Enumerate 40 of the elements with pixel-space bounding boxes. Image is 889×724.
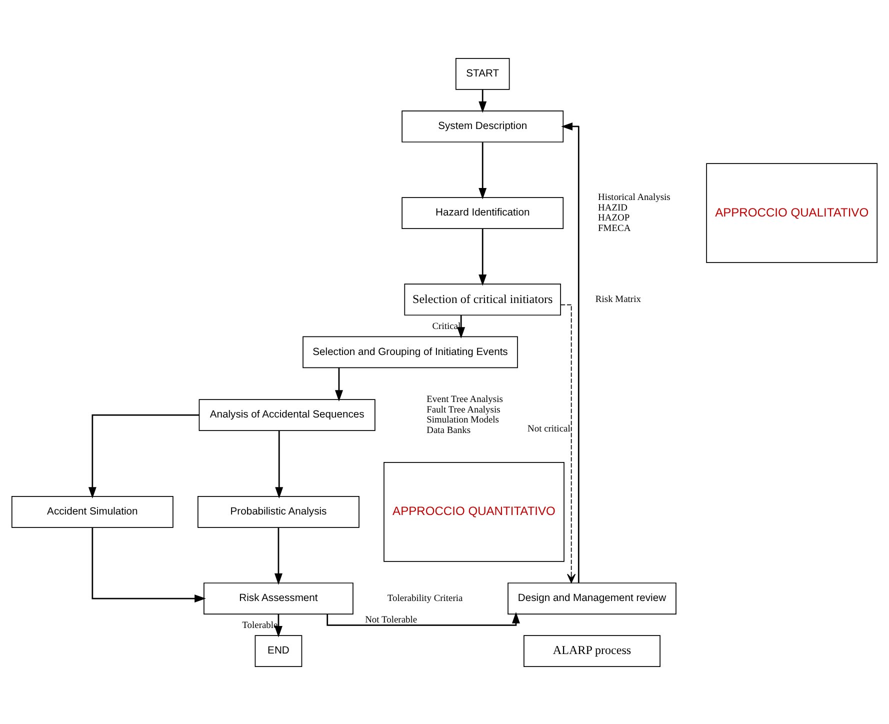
node-box: END (254, 634, 302, 666)
arrow (274, 527, 282, 584)
edge-label: Tolerable (242, 620, 278, 631)
node-label: HAZOP (598, 213, 630, 224)
arrow (560, 304, 576, 583)
node-label: Fault Tree Analysis (426, 404, 500, 415)
node-box: System Description (402, 110, 564, 142)
node-box: Design and Management review (508, 582, 676, 614)
node-label: Tolerability Criteria (387, 593, 463, 604)
edge-label: Critical (432, 322, 461, 332)
node-label: Data Banks (426, 425, 471, 436)
node-box: Hazard Identification (402, 196, 564, 228)
arrow (478, 142, 487, 199)
node-box: Selection and Grouping of Initiating Events (302, 336, 518, 368)
node-label: Risk Matrix (595, 294, 641, 305)
node-label: HAZID (598, 202, 628, 213)
arrow (478, 89, 487, 112)
node-label: Event Tree Analysis (426, 394, 503, 404)
arrow (561, 122, 580, 582)
node-label: FMECA (598, 223, 631, 234)
arrow (275, 430, 284, 498)
node-box: Accident Simulation (11, 496, 174, 528)
node-box: Risk Assessment (204, 582, 354, 614)
node-box: ALARP process (524, 634, 660, 666)
node-box: Probabilistic Analysis (198, 496, 360, 528)
node-box: Analysis of Accidental Sequences (198, 398, 376, 430)
node-box: Selection of critical initiators (404, 283, 561, 316)
arrow (88, 414, 200, 498)
arrow (92, 527, 206, 602)
edge-label: Not critical (528, 424, 570, 434)
node-box: APPROCCIO QUANTITATIVO (384, 461, 564, 562)
arrow (274, 614, 282, 637)
node-label: Historical Analysis (598, 192, 670, 202)
node-box: APPROCCIO QUALITATIVO (706, 162, 878, 263)
node-box: START (455, 58, 510, 90)
arrow (457, 314, 466, 338)
arrow (478, 228, 487, 286)
arrow (335, 367, 343, 402)
node-label: Simulation Models (426, 415, 499, 426)
edge-label: Not Tolerable (365, 614, 418, 625)
